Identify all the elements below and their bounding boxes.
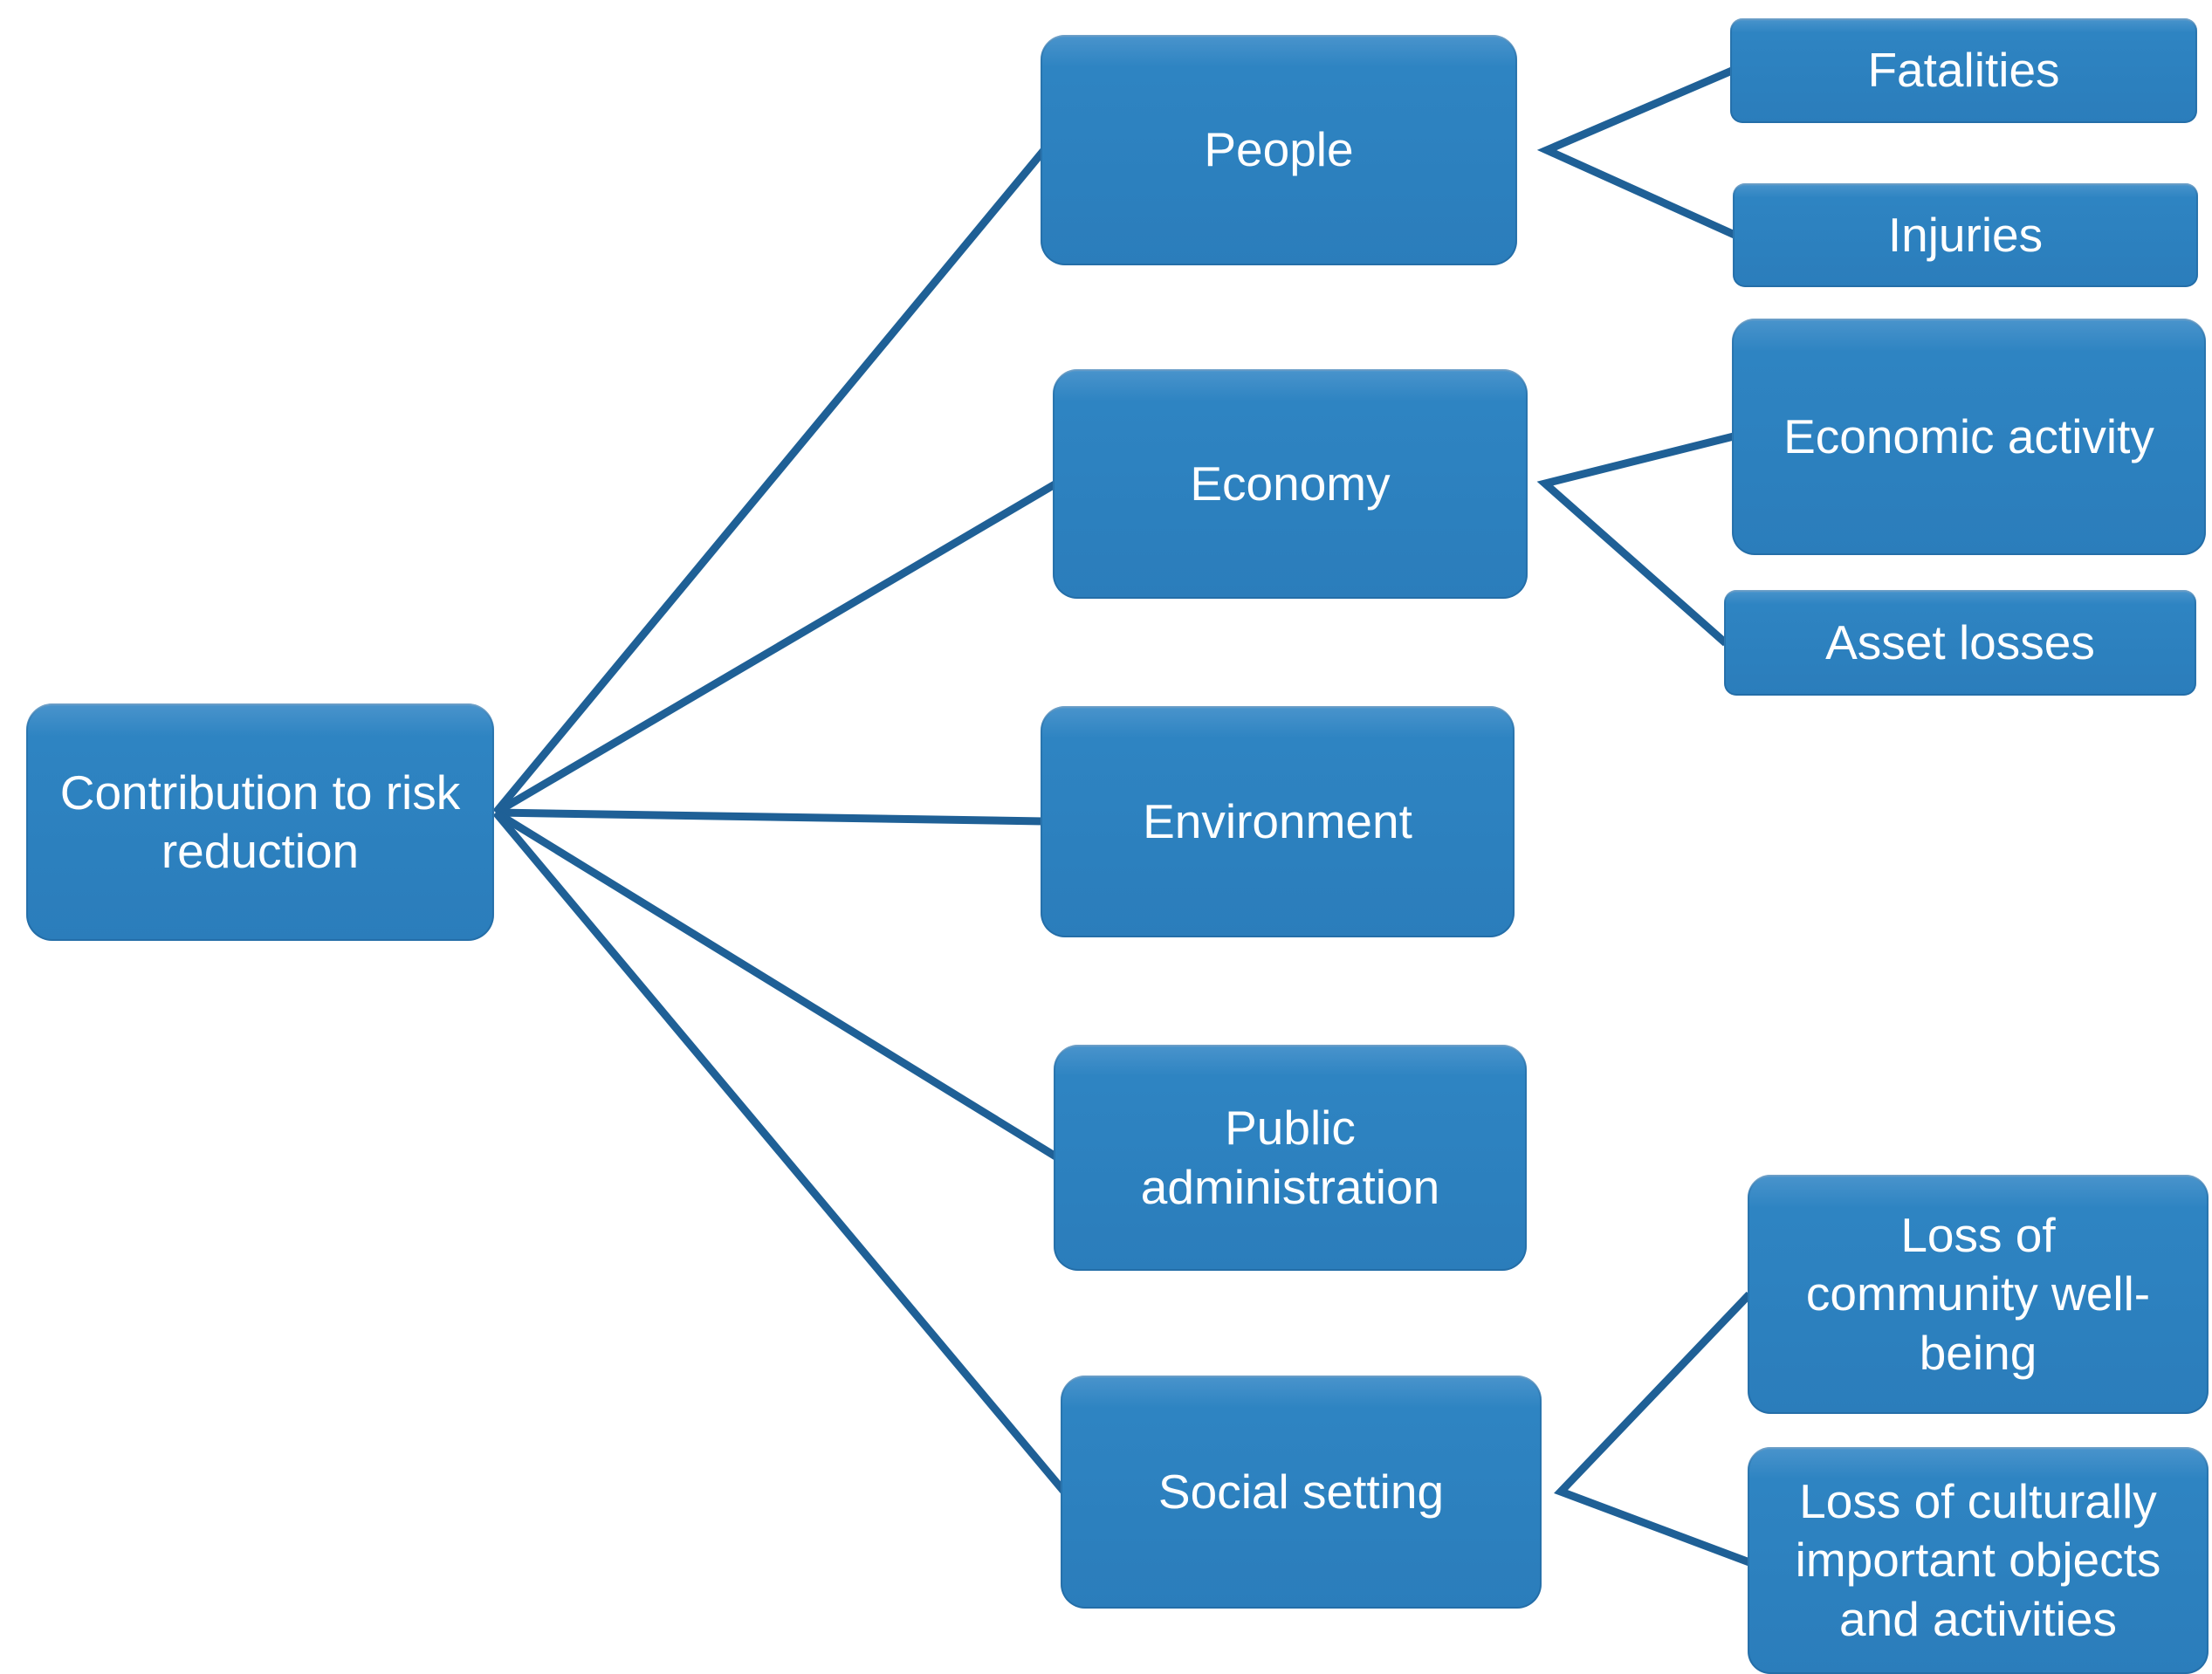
node-social-setting: Social setting [1061, 1376, 1542, 1609]
connector-root-environment [495, 808, 1045, 826]
node-contribution-to-risk-reduction: Contribution to risk reduction [26, 703, 494, 941]
node-label: Fatalities [1867, 43, 2060, 98]
node-economic-activity: Economic activity [1732, 319, 2206, 555]
node-label: Social setting [1158, 1464, 1445, 1519]
node-label: Asset losses [1825, 614, 2095, 669]
node-label: Loss of community well-being [1805, 1208, 2151, 1380]
node-environment: Environment [1041, 706, 1515, 937]
connector-root-publicadmin [493, 809, 1060, 1161]
node-public-administration: Public administration [1054, 1045, 1527, 1271]
connector-social-children [1554, 1291, 1753, 1567]
node-label: Loss of culturally important objects and… [1795, 1474, 2161, 1646]
node-loss-of-culturally-important-objects: Loss of culturally important objects and… [1748, 1447, 2209, 1674]
connector-people-children [1536, 66, 1736, 239]
connector-economy-children [1536, 432, 1735, 647]
connector-root-social [492, 810, 1068, 1494]
node-economy: Economy [1053, 369, 1528, 599]
node-label: Contribution to risk reduction [59, 765, 461, 878]
node-label: Economic activity [1783, 408, 2154, 463]
node-fatalities: Fatalities [1730, 18, 2197, 123]
node-loss-of-community-well-being: Loss of community well-being [1748, 1175, 2209, 1414]
node-label: Environment [1143, 793, 1412, 848]
node-label: Injuries [1887, 207, 2044, 262]
node-injuries: Injuries [1733, 183, 2198, 287]
node-label: Public administration [1140, 1101, 1440, 1214]
node-people: People [1041, 35, 1517, 265]
connector-root-people [492, 148, 1048, 815]
node-asset-losses: Asset losses [1724, 590, 2196, 696]
connector-root-economy [493, 480, 1059, 816]
node-label: Economy [1190, 456, 1391, 511]
node-label: People [1204, 122, 1354, 177]
